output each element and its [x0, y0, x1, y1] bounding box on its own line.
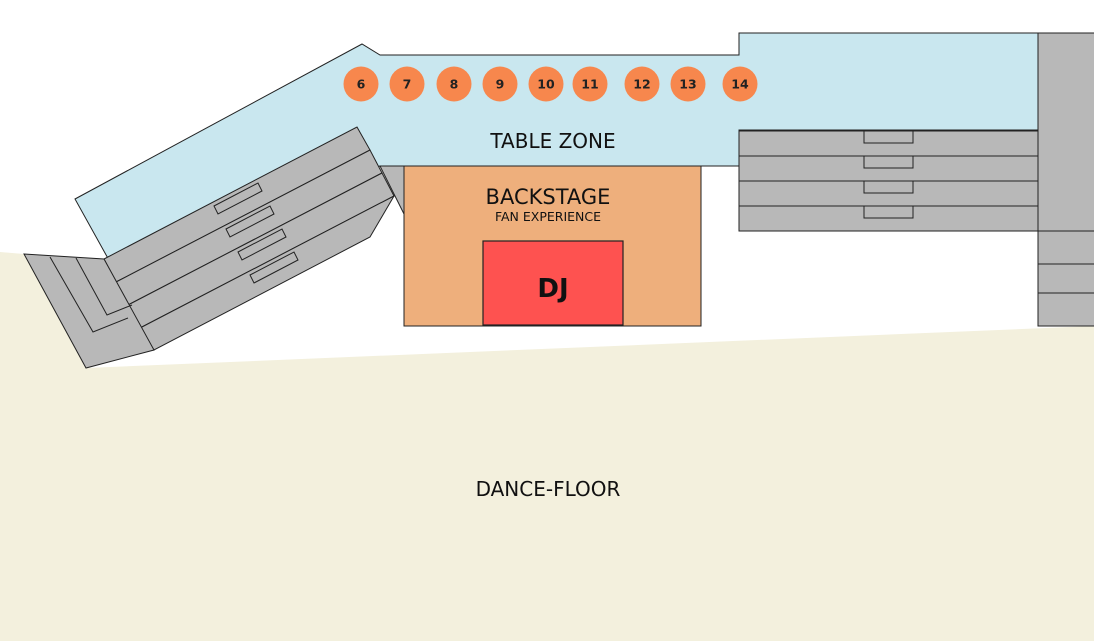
dj-label: DJ	[537, 274, 568, 304]
right-edge-structure	[1037, 32, 1094, 327]
table-13-marker[interactable]: 13	[670, 66, 706, 102]
right-edge-row	[1037, 263, 1094, 294]
table-12-marker[interactable]: 12	[624, 66, 660, 102]
stand-tab	[213, 182, 263, 215]
right-edge-row	[1037, 230, 1094, 265]
stand-tab	[863, 180, 914, 194]
table-6-marker[interactable]: 6	[343, 66, 379, 102]
stand-tab	[863, 205, 914, 219]
table-number: 6	[357, 77, 366, 92]
table-markers: 6 7 8 9 10 11 12 13	[343, 66, 758, 102]
stand-tab	[225, 205, 275, 238]
table-number: 8	[450, 77, 459, 92]
table-number: 11	[581, 77, 598, 92]
table-number: 9	[496, 77, 505, 92]
table-number: 13	[679, 77, 696, 92]
table-number: 10	[537, 77, 555, 92]
table-7-marker[interactable]: 7	[389, 66, 425, 102]
backstage-label: BACKSTAGE	[486, 185, 611, 209]
corner-stand-block	[23, 253, 155, 369]
dance-floor-area[interactable]	[0, 252, 1094, 641]
table-number: 7	[403, 77, 412, 92]
stand-tab	[237, 228, 287, 261]
left-corner-stand	[23, 253, 155, 369]
backstage-sublabel: FAN EXPERIENCE	[495, 209, 601, 224]
table-10-marker[interactable]: 10	[528, 66, 564, 102]
dance-floor-label: DANCE-FLOOR	[476, 477, 621, 501]
table-zone-label: TABLE ZONE	[489, 129, 615, 153]
right-edge-block	[1037, 32, 1094, 232]
table-11-marker[interactable]: 11	[572, 66, 608, 102]
right-edge-row	[1037, 292, 1094, 327]
left-stand-tabs	[213, 182, 299, 284]
corner-stand-divider	[49, 256, 129, 333]
table-9-marker[interactable]: 9	[482, 66, 518, 102]
stand-tab	[863, 130, 914, 144]
right-stand-tabs	[863, 130, 914, 219]
table-number: 12	[633, 77, 650, 92]
table-14-marker[interactable]: 14	[722, 66, 758, 102]
stand-tab	[863, 155, 914, 169]
table-number: 14	[731, 77, 749, 92]
stand-tab	[249, 251, 299, 284]
dj-booth[interactable]	[482, 240, 624, 326]
table-8-marker[interactable]: 8	[436, 66, 472, 102]
corner-stand-divider	[75, 257, 133, 316]
